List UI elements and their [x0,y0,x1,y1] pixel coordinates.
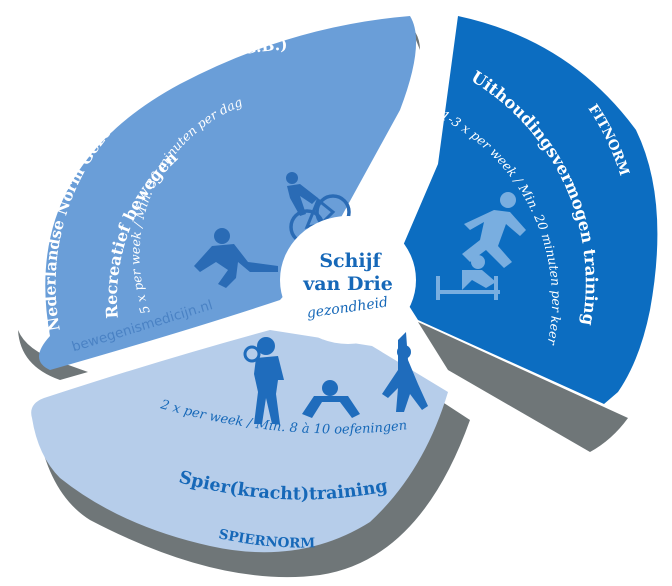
stretching-icon [382,332,428,412]
bottom-segment [31,330,448,553]
right-segment [390,16,658,404]
left-segment [39,16,417,370]
center-title-line2: van Drie [302,273,393,295]
rowing-icon [436,255,500,300]
walker-icon [194,228,278,288]
push-up-icon [302,380,360,418]
center-badge: Schijf van Drie gezondheid [280,216,416,344]
weight-lifter-icon [243,337,284,424]
center-title-line1: Schijf [319,250,382,272]
runner-icon [462,192,526,268]
